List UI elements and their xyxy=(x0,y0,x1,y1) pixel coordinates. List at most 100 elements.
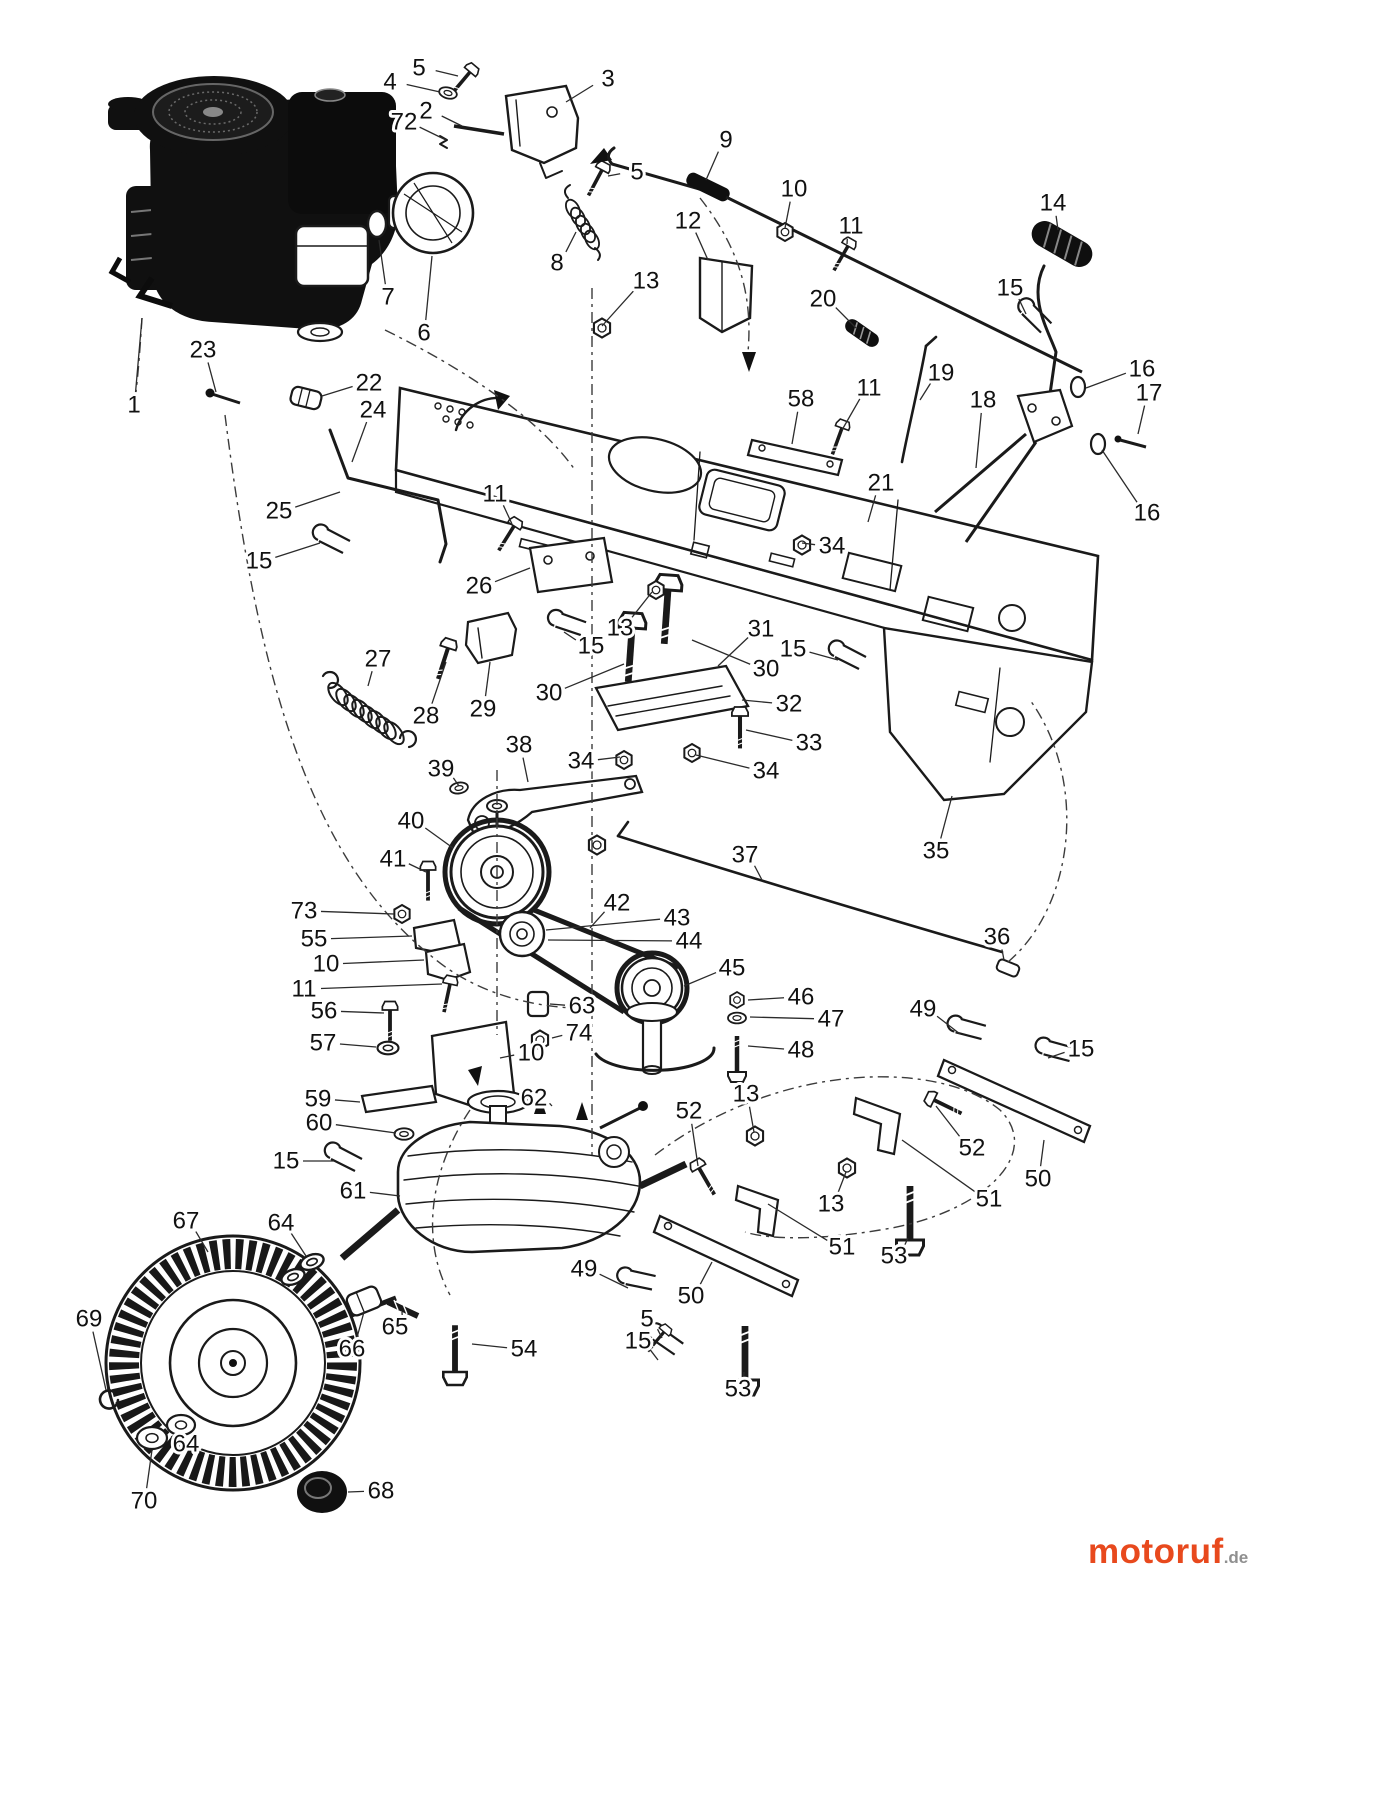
callout-13: 13 xyxy=(607,615,634,642)
leader-line xyxy=(630,591,653,619)
leader-line xyxy=(1137,405,1146,435)
leader-line xyxy=(320,910,395,915)
leader-line xyxy=(691,1123,699,1167)
pin-17 xyxy=(1119,438,1147,449)
callout-72: 72 xyxy=(391,109,418,136)
clip-72 xyxy=(439,135,448,149)
leader-line xyxy=(351,421,368,463)
callout-34: 34 xyxy=(819,533,846,560)
callout-49: 49 xyxy=(910,996,937,1023)
callout-17: 17 xyxy=(1136,380,1163,407)
leader-line xyxy=(522,757,529,783)
callout-8: 8 xyxy=(550,250,563,277)
axle-left xyxy=(339,1207,401,1261)
leader-line xyxy=(1055,215,1059,231)
leader-line xyxy=(378,239,386,285)
callout-7: 7 xyxy=(381,284,394,311)
callout-32: 32 xyxy=(776,691,803,718)
shift-lever xyxy=(599,1106,641,1130)
callout-3: 3 xyxy=(601,66,614,93)
crankshaft-pulley xyxy=(296,321,344,343)
leader-line xyxy=(1101,449,1138,503)
callout-30: 30 xyxy=(753,656,780,683)
callout-14: 14 xyxy=(1040,190,1067,217)
mounting-plate-31 xyxy=(594,574,868,770)
arrow-icon xyxy=(468,1066,482,1086)
callout-73: 73 xyxy=(291,898,318,925)
watermark-brand: motoruf xyxy=(1088,1532,1224,1571)
transaxle xyxy=(339,1089,688,1261)
e-ring-69 xyxy=(98,1389,120,1410)
leader-line xyxy=(1001,949,1005,961)
arrow-icon xyxy=(534,1096,546,1114)
callout-48: 48 xyxy=(788,1037,815,1064)
leader-line xyxy=(547,939,673,942)
callout-13: 13 xyxy=(633,268,660,295)
callout-60: 60 xyxy=(306,1110,333,1137)
leader-line xyxy=(903,1237,909,1247)
callout-15: 15 xyxy=(578,633,605,660)
callout-15: 15 xyxy=(273,1148,300,1175)
pin-65 xyxy=(386,1299,420,1319)
callout-58: 58 xyxy=(788,386,815,413)
callout-12: 12 xyxy=(675,208,702,235)
drive-control-bars xyxy=(614,1008,1092,1395)
return-spring xyxy=(564,184,601,261)
callout-15: 15 xyxy=(625,1328,652,1355)
starter-motor xyxy=(366,171,475,255)
callout-24: 24 xyxy=(360,397,387,424)
leader-line xyxy=(565,84,594,103)
leader-line xyxy=(334,1099,361,1103)
callout-22: 22 xyxy=(356,370,383,397)
fuel-tank xyxy=(288,92,396,214)
spacer-63 xyxy=(526,990,550,1018)
callout-10: 10 xyxy=(518,1040,545,1067)
leader-line xyxy=(717,637,749,667)
callout-20: 20 xyxy=(810,286,837,313)
leader-line xyxy=(419,126,447,141)
leader-line xyxy=(767,1203,828,1242)
callout-53: 53 xyxy=(881,1243,908,1270)
callout-59: 59 xyxy=(305,1086,332,1113)
washer-64 xyxy=(165,1413,197,1437)
arrow-icon xyxy=(742,352,756,372)
callout-74: 74 xyxy=(566,1020,593,1047)
leader-line xyxy=(791,411,799,445)
callout-15: 15 xyxy=(246,548,273,575)
leader-line xyxy=(607,173,621,177)
leader-line xyxy=(295,491,341,508)
leader-line xyxy=(339,1043,377,1048)
callout-9: 9 xyxy=(719,127,732,154)
leader-line xyxy=(705,151,719,181)
leader-line xyxy=(599,1273,629,1289)
leader-line xyxy=(471,1343,508,1349)
callout-56: 56 xyxy=(311,998,338,1025)
leader-line xyxy=(695,754,750,769)
leader-line xyxy=(901,1139,976,1193)
leader-line xyxy=(356,1311,365,1337)
bracket-51 xyxy=(734,1184,780,1238)
leader-line xyxy=(683,971,717,987)
bar-50 xyxy=(936,1058,1092,1144)
leader-line xyxy=(748,1106,755,1133)
callout-57: 57 xyxy=(310,1030,337,1057)
callout-68: 68 xyxy=(368,1478,395,1505)
leader-line xyxy=(935,1105,962,1139)
callout-55: 55 xyxy=(301,926,328,953)
arrow-icon xyxy=(590,148,612,164)
callout-13: 13 xyxy=(733,1081,760,1108)
leader-line xyxy=(940,795,953,839)
callout-35: 35 xyxy=(923,838,950,865)
engine-brackets xyxy=(323,904,516,1173)
leader-line xyxy=(565,231,577,253)
leader-line xyxy=(1039,1139,1045,1167)
leader-line xyxy=(784,201,791,229)
leader-line xyxy=(342,959,425,965)
leader-line xyxy=(745,729,793,742)
plate-58 xyxy=(746,438,844,477)
leader-line xyxy=(1018,298,1027,315)
callout-11: 11 xyxy=(839,213,864,240)
leader-line xyxy=(92,1331,107,1391)
